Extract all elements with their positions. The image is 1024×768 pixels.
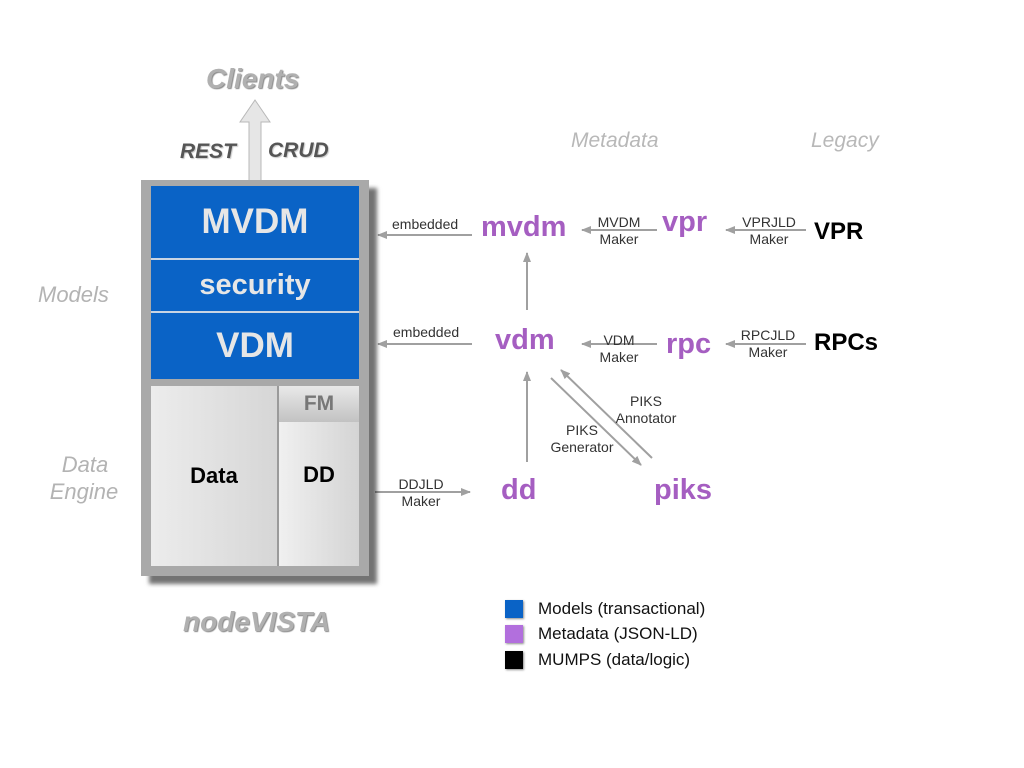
mvdm-maker-label: MVDM Maker (588, 214, 650, 248)
data-engine-line1: Data (61, 452, 109, 477)
rpcjld-maker-line2: Maker (748, 344, 788, 360)
clients-label: Clients (206, 63, 300, 94)
ddjld-maker-line1: DDJLD (398, 476, 444, 492)
legend-item-metadata: Metadata (JSON-LD) (505, 624, 698, 644)
fm-block: FM (279, 386, 359, 422)
rpcjld-maker-line1: RPCJLD (740, 327, 796, 343)
embedded-label-top: embedded (392, 216, 459, 232)
data-engine-line2: Engine (49, 479, 119, 504)
vdm-layer: VDM (151, 313, 359, 379)
vprjld-maker-line2: Maker (749, 231, 789, 247)
vdm-maker-line2: Maker (599, 349, 639, 365)
embedded-label-mid: embedded (393, 324, 460, 340)
nodevista-label: nodeVISTA (183, 606, 331, 637)
vprjld-maker-label: VPRJLD Maker (734, 214, 804, 248)
rpc-meta-node: rpc (666, 328, 712, 360)
legend-swatch (505, 600, 523, 618)
nodevista-box: MVDM security VDM Data FM DD (141, 180, 369, 576)
arrow-piks-generator (550, 377, 642, 466)
ddjld-maker-line2: Maker (401, 493, 441, 509)
vdm-maker-label: VDM Maker (588, 332, 650, 366)
mvdm-maker-line2: Maker (599, 231, 639, 247)
piks-generator-line1: PIKS (566, 422, 598, 438)
crud-label: CRUD (268, 139, 329, 162)
piks-generator-label: PIKS Generator (544, 422, 620, 456)
arrow-piks-annotator (560, 369, 653, 459)
metadata-header: Metadata (571, 129, 659, 152)
mvdm-layer: MVDM (151, 186, 359, 258)
legend-item-models: Models (transactional) (505, 599, 705, 619)
data-engine-label: Data Engine (50, 452, 120, 505)
dd-label: DD (303, 462, 335, 487)
piks-generator-line2: Generator (550, 439, 614, 455)
vpr-meta-node: vpr (662, 206, 708, 238)
legend-item-mumps: MUMPS (data/logic) (505, 650, 690, 670)
legend-label: Models (transactional) (538, 599, 706, 618)
ddjld-maker-label: DDJLD Maker (390, 476, 452, 510)
models-label: Models (38, 282, 109, 307)
vpr-legacy-node: VPR (814, 218, 864, 245)
data-block: Data (151, 386, 277, 566)
dd-node: dd (501, 474, 537, 506)
rpcjld-maker-label: RPCJLD Maker (732, 327, 804, 361)
layer-divider (151, 258, 359, 260)
piks-annotator-line1: PIKS (630, 393, 662, 409)
legend-label: MUMPS (data/logic) (538, 650, 691, 669)
piks-annotator-label: PIKS Annotator (608, 393, 684, 427)
legend-label: Metadata (JSON-LD) (538, 624, 698, 643)
rpcs-legacy-node: RPCs (814, 329, 879, 356)
dd-block: FM DD (277, 386, 359, 566)
legend-swatch (505, 651, 523, 669)
piks-annotator-line2: Annotator (615, 410, 677, 426)
vdm-maker-line1: VDM (603, 332, 635, 348)
rest-label: REST (180, 140, 237, 163)
vdm-node: vdm (495, 324, 555, 356)
mvdm-maker-line1: MVDM (597, 214, 641, 230)
mvdm-node: mvdm (481, 211, 567, 243)
security-layer: security (151, 260, 359, 311)
legacy-header: Legacy (811, 129, 879, 152)
legend-swatch (505, 625, 523, 643)
layer-divider (151, 311, 359, 313)
piks-node: piks (654, 474, 713, 506)
vprjld-maker-line1: VPRJLD (742, 214, 796, 230)
